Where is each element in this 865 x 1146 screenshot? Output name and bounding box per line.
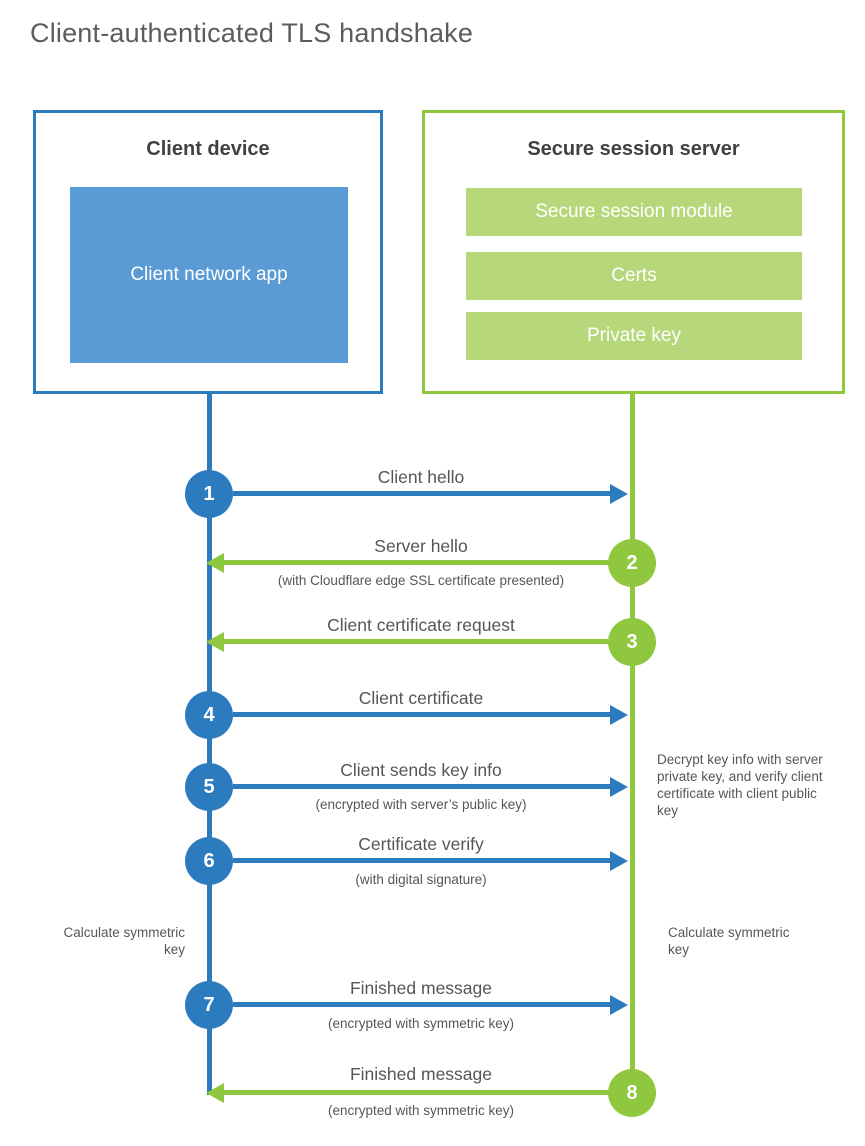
server-module-secure-session: Secure session module xyxy=(466,188,802,236)
client-network-app-label: Client network app xyxy=(130,264,288,286)
server-lifeline xyxy=(630,393,635,1093)
step-circle-7: 7 xyxy=(185,981,233,1029)
arrowhead-right-icon xyxy=(610,995,628,1015)
message-label-3: Client certificate request xyxy=(327,615,515,635)
message-arrow-7 xyxy=(233,1002,610,1007)
arrowhead-right-icon xyxy=(610,851,628,871)
message-label-4: Client certificate xyxy=(358,688,484,708)
server-module-label: Certs xyxy=(611,265,657,286)
secure-session-server-title: Secure session server xyxy=(527,138,740,160)
server-module-private-key: Private key xyxy=(466,312,802,360)
step-circle-5: 5 xyxy=(185,763,233,811)
calculate-symmetric-key-note-client: Calculate symmetric key xyxy=(63,925,185,957)
message-label-5: Client sends key info xyxy=(340,760,502,780)
step-circle-1: 1 xyxy=(185,470,233,518)
arrowhead-left-icon xyxy=(206,1083,224,1103)
message-label-7: Finished message xyxy=(349,978,493,998)
message-sublabel-2: (with Cloudflare edge SSL certificate pr… xyxy=(277,573,565,588)
step-circle-6: 6 xyxy=(185,837,233,885)
step-circle-8: 8 xyxy=(608,1069,656,1117)
message-sublabel-7: (encrypted with symmetric key) xyxy=(327,1016,515,1031)
arrowhead-right-icon xyxy=(610,484,628,504)
message-arrow-6 xyxy=(233,858,610,863)
step-circle-2: 2 xyxy=(608,539,656,587)
message-label-1: Client hello xyxy=(377,467,465,487)
arrowhead-left-icon xyxy=(206,632,224,652)
message-arrow-2 xyxy=(224,560,608,565)
client-device-title: Client device xyxy=(146,138,270,160)
client-network-app-box: Client network app xyxy=(70,187,348,363)
calculate-symmetric-key-note-server: Calculate symmetric key xyxy=(668,925,790,957)
message-label-8: Finished message xyxy=(349,1064,493,1084)
message-arrow-8 xyxy=(224,1090,608,1095)
arrowhead-left-icon xyxy=(206,553,224,573)
arrowhead-right-icon xyxy=(610,705,628,725)
message-sublabel-8: (encrypted with symmetric key) xyxy=(327,1103,515,1118)
decrypt-key-note: Decrypt key info with server private key… xyxy=(657,752,823,818)
arrowhead-right-icon xyxy=(610,777,628,797)
message-arrow-3 xyxy=(224,639,608,644)
message-arrow-1 xyxy=(233,491,610,496)
message-arrow-4 xyxy=(233,712,610,717)
message-arrow-5 xyxy=(233,784,610,789)
server-module-certs: Certs xyxy=(466,252,802,300)
message-sublabel-5: (encrypted with server’s public key) xyxy=(315,797,527,812)
step-circle-4: 4 xyxy=(185,691,233,739)
message-sublabel-6: (with digital signature) xyxy=(355,872,487,887)
server-module-label: Secure session module xyxy=(535,201,733,222)
server-module-label: Private key xyxy=(587,325,681,346)
message-label-6: Certificate verify xyxy=(358,834,484,854)
client-lifeline xyxy=(207,393,212,1095)
message-label-2: Server hello xyxy=(374,536,468,556)
step-circle-3: 3 xyxy=(608,618,656,666)
page-title: Client-authenticated TLS handshake xyxy=(30,18,474,48)
